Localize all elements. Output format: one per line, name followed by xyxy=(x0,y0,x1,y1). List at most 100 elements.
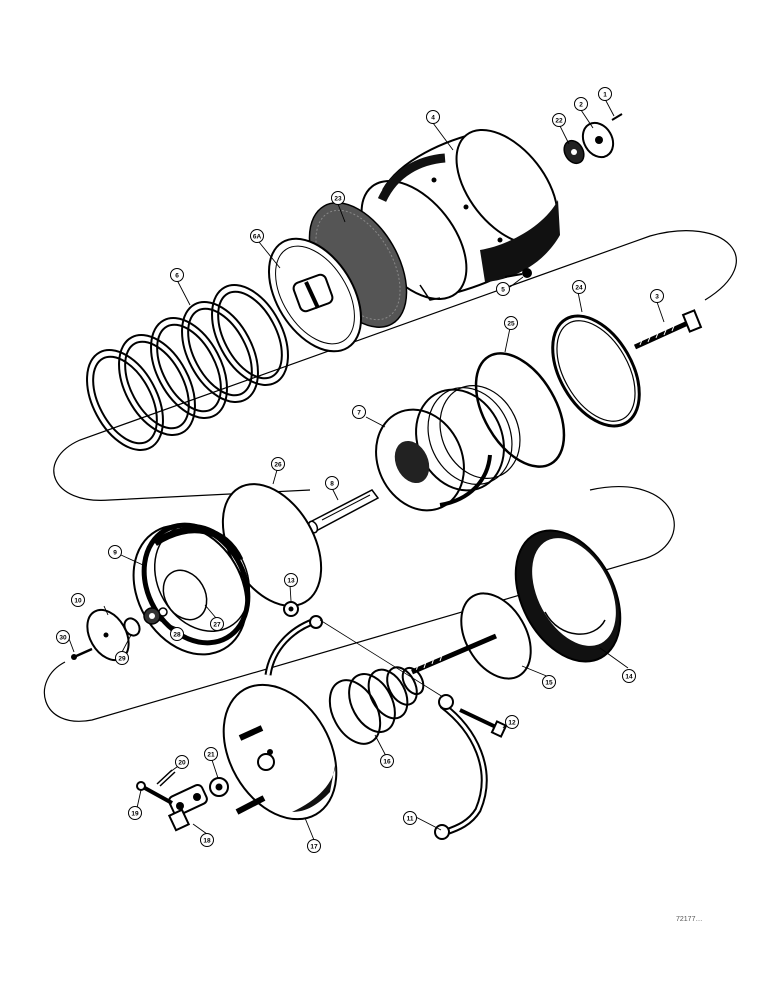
callout-30: 30 xyxy=(56,630,70,644)
part-12-bolt xyxy=(459,708,508,738)
part-30-screw xyxy=(71,647,93,660)
part-18-clevis xyxy=(167,783,208,832)
upper-group-outline xyxy=(53,230,737,501)
part-24-ring xyxy=(551,314,641,428)
callout-21: 21 xyxy=(204,747,218,761)
callout-bubble xyxy=(128,806,142,820)
callout-label: 4 xyxy=(431,114,435,121)
callout-label: 1 xyxy=(603,91,607,98)
callout-label: 29 xyxy=(118,655,126,662)
callout-11: 11 xyxy=(403,811,417,825)
callout-label: 16 xyxy=(383,758,391,765)
callout-bubble xyxy=(204,747,218,761)
callout-bubble xyxy=(210,617,224,631)
callout-label: 13 xyxy=(287,577,295,584)
part-1-screw xyxy=(611,113,623,121)
callout-24: 24 xyxy=(572,280,586,294)
part-20-cotter-pin xyxy=(156,769,176,787)
callout-label: 6A xyxy=(253,233,262,240)
part-13-nut xyxy=(283,601,299,617)
callout-bubble xyxy=(426,110,440,124)
callout-17: 17 xyxy=(307,839,321,853)
callout-label: 24 xyxy=(575,284,583,291)
callout-7: 7 xyxy=(352,405,366,419)
figure-reference-number: 72177… xyxy=(676,916,702,923)
callout-16: 16 xyxy=(380,754,394,768)
callout-28: 28 xyxy=(170,627,184,641)
callout-bubble xyxy=(108,545,122,559)
callout-8: 8 xyxy=(325,476,339,490)
callout-labels: 1234566A78910111213141516171819202122232… xyxy=(56,87,664,853)
part-11-clamp-band-lower xyxy=(434,694,488,840)
callout-2: 2 xyxy=(574,97,588,111)
callout-label: 19 xyxy=(131,810,139,817)
callout-bubble xyxy=(542,675,556,689)
callout-1: 1 xyxy=(598,87,612,101)
part-16-small-spring xyxy=(328,666,425,745)
callout-bubble xyxy=(271,457,285,471)
callout-20: 20 xyxy=(175,755,189,769)
part-11-clamp-band-upper xyxy=(264,615,323,676)
part-8-pin xyxy=(307,489,380,534)
callout-bubble xyxy=(496,282,510,296)
part-15-disc-rod xyxy=(411,592,532,680)
callout-3: 3 xyxy=(650,289,664,303)
callout-bubble xyxy=(250,229,264,243)
callout-label: 28 xyxy=(173,631,181,638)
callout-label: 18 xyxy=(203,837,211,844)
callout-label: 9 xyxy=(113,549,117,556)
part-6-coil-spring xyxy=(86,284,289,451)
callout-bubble xyxy=(170,627,184,641)
callout-label: 7 xyxy=(357,409,361,416)
callout-label: 10 xyxy=(74,597,82,604)
callout-bubble xyxy=(71,593,85,607)
callout-label: 12 xyxy=(508,719,516,726)
part-28-bearing xyxy=(143,607,161,625)
callout-label: 21 xyxy=(207,751,215,758)
callout-label: 26 xyxy=(274,461,282,468)
callout-bubble xyxy=(331,191,345,205)
callout-9: 9 xyxy=(108,545,122,559)
callout-5: 5 xyxy=(496,282,510,296)
callout-6: 6 xyxy=(170,268,184,282)
callout-bubble xyxy=(380,754,394,768)
callout-22: 22 xyxy=(552,113,566,127)
part-5-screw xyxy=(504,268,532,278)
callout-label: 25 xyxy=(507,320,515,327)
callout-bubble xyxy=(403,811,417,825)
callout-bubble xyxy=(552,113,566,127)
callout-23: 23 xyxy=(331,191,345,205)
part-25-o-ring xyxy=(474,352,566,468)
callout-label: 8 xyxy=(330,480,334,487)
part-3-bolt xyxy=(633,309,703,350)
callout-label: 2 xyxy=(579,101,583,108)
callout-label: 20 xyxy=(178,759,186,766)
callout-bubble xyxy=(56,630,70,644)
callout-bubble xyxy=(352,405,366,419)
callout-26: 26 xyxy=(271,457,285,471)
callout-10: 10 xyxy=(71,593,85,607)
callout-bubble xyxy=(650,289,664,303)
callout-13: 13 xyxy=(284,573,298,587)
callout-14: 14 xyxy=(622,669,636,683)
callout-bubble xyxy=(307,839,321,853)
callout-label: 23 xyxy=(334,195,342,202)
part-6A-retainer-plate xyxy=(267,237,363,353)
part-19-pin xyxy=(136,781,173,805)
callout-label: 30 xyxy=(59,634,67,641)
callout-bubble xyxy=(598,87,612,101)
callout-19: 19 xyxy=(128,806,142,820)
part-7-piston xyxy=(375,385,521,512)
part-14-bowl xyxy=(514,529,622,663)
callout-bubble xyxy=(115,651,129,665)
callout-bubble xyxy=(284,573,298,587)
callout-label: 27 xyxy=(213,621,221,628)
callout-bubble xyxy=(622,669,636,683)
callout-27: 27 xyxy=(210,617,224,631)
callout-label: 5 xyxy=(501,286,505,293)
callout-label: 14 xyxy=(625,673,633,680)
callout-label: 15 xyxy=(545,679,553,686)
part-2-plate xyxy=(581,121,615,159)
callout-bubble xyxy=(574,97,588,111)
